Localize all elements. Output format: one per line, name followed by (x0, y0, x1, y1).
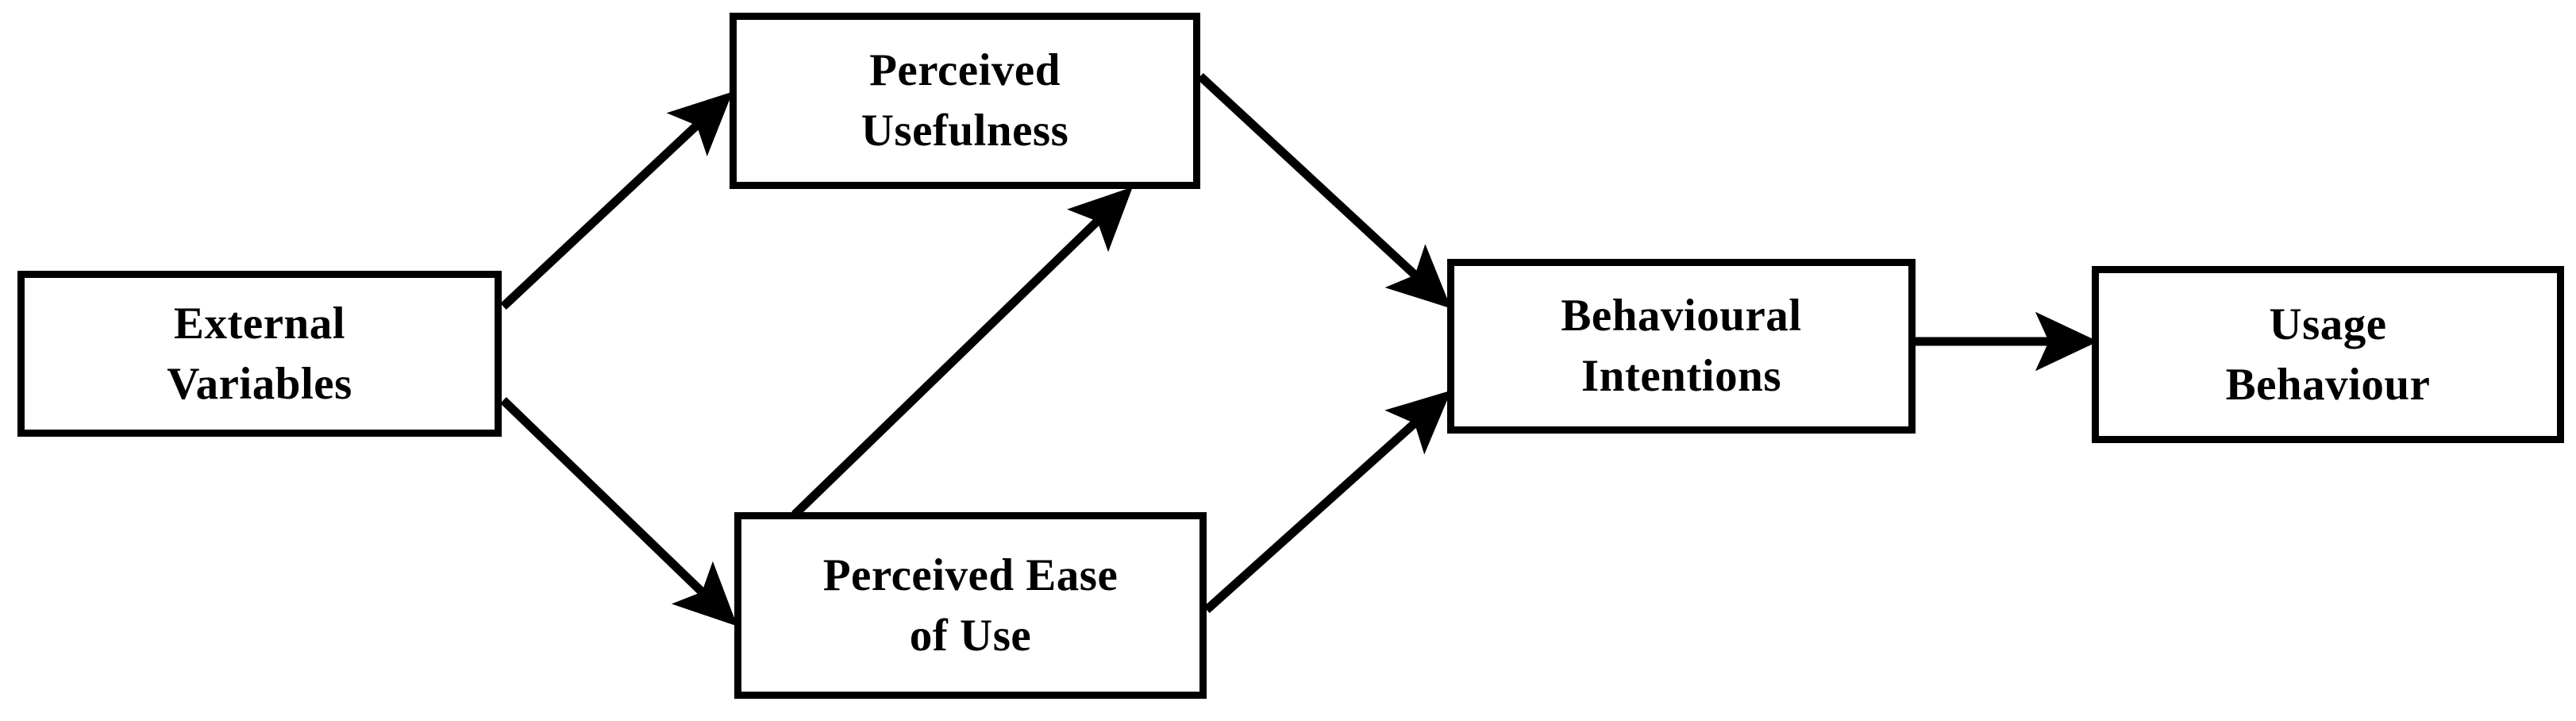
node-perceived-usefulness-label-line1: Perceived (869, 45, 1061, 96)
edge-perceived-ease-of-use-to-perceived-usefulness (791, 187, 1133, 518)
node-perceived-ease-of-use-label-line1: Perceived Ease (822, 549, 1119, 600)
node-perceived-ease-of-use-label-line2: of Use (909, 610, 1032, 661)
node-external-variables-label-line1: External (173, 298, 346, 349)
node-usage-behaviour-label-line1: Usage (2269, 299, 2387, 349)
node-perceived-usefulness[interactable]: Perceived Usefulness (730, 13, 1200, 189)
node-usage-behaviour[interactable]: Usage Behaviour (2092, 266, 2564, 443)
edge-perceived-usefulness-to-behavioural-intentions (1197, 72, 1452, 309)
node-behavioural-intentions-label-line2: Intentions (1581, 351, 1782, 401)
node-behavioural-intentions[interactable]: Behavioural Intentions (1447, 259, 1916, 434)
node-external-variables-label-line2: Variables (167, 358, 352, 409)
edge-external-variables-to-perceived-usefulness (500, 91, 734, 310)
node-perceived-usefulness-label-line2: Usefulness (861, 106, 1069, 156)
node-behavioural-intentions-label-line1: Behavioural (1561, 291, 1802, 341)
node-external-variables[interactable]: External Variables (17, 271, 502, 437)
node-perceived-ease-of-use[interactable]: Perceived Ease of Use (734, 512, 1207, 699)
edge-perceived-ease-of-use-to-behavioural-intentions (1203, 390, 1452, 614)
edge-external-variables-to-perceived-ease-of-use (500, 397, 737, 627)
node-usage-behaviour-label-line2: Behaviour (2225, 359, 2431, 410)
